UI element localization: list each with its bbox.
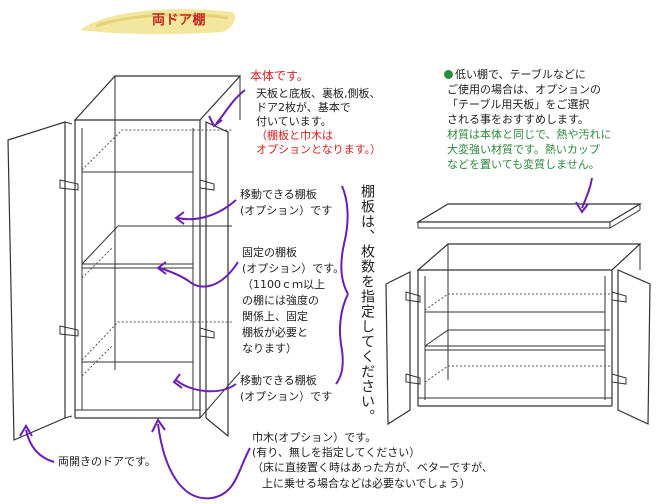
left-door-hinge-upper [59,179,79,191]
baseboard-line2: (有り、無しを指定してください） [252,446,421,459]
main-body-note2: オプションとなります。） [256,143,382,156]
low-shelf-green1: 材質は本体と同じで、熱や汚れに [447,128,612,141]
fixed-shelf-line1: 固定の棚板 [242,246,297,259]
arrow-double-door [25,429,55,463]
arrow-movable-shelf-upper [177,199,237,221]
bullet-dot-icon [444,70,453,79]
fixed-shelf-line4: の棚には強度の [242,294,319,307]
low-shelf-green2: 大変強い材質です。熱いカップ [447,143,600,156]
double-door-label: 両開きのドアです。 [58,455,156,468]
fixed-shelf-line5: 関係上、固定 [242,310,308,323]
low-shelf-line4: される事をおすすめします。 [447,113,589,126]
left-door-hinge-lower [59,325,79,337]
arrow-main-body [215,89,246,125]
arrow-shelf-count-lower [335,293,349,385]
shelf-count-note: 棚板は、枚数を指定してください。 [359,184,375,424]
low-shelf-line3: 「テーブル用天板」をご選択 [447,98,590,111]
movable-shelf-lower-line2: (オプション）です [240,390,333,403]
right-door-hinge-upper [199,179,215,191]
arrow-baseboard [157,423,251,500]
tall-cabinet [7,75,242,441]
low-shelf-line2: ご使用の場合は、オプションの [447,83,601,96]
main-body-note1: （棚板と巾木は [256,129,333,142]
baseboard-line1: 巾木(オプション）です。 [252,431,377,444]
baseboard-line3: （床に直接置く時はあった方が、ベターですが、 [252,461,493,474]
arrow-fixed-shelf [159,261,239,288]
main-body-heading: 本体です。 [250,69,309,83]
fixed-shelf-line3: （1100ｃｍ以上 [242,278,325,291]
top-board [73,75,242,121]
right-door [205,121,229,438]
fixed-shelf-line7: なります） [242,342,297,355]
main-body-line2: ドア2枚が、基本で [256,101,351,114]
callout-arrows [19,89,593,500]
low-shelf-green3: などを置いても変質しません。 [447,158,600,171]
low-shelf-line1: 低い棚で、テーブルなどに [444,68,586,82]
main-body-line1: 天板と底板、裏板,側板、 [256,87,381,100]
page-title: 両ドア棚 [152,13,207,28]
main-body-line3: 付いています。 [256,115,332,128]
table-top-board [415,203,643,229]
left-door [7,121,66,441]
fixed-shelf-line2: (オプション）です。 [242,262,345,275]
low-cabinet [385,243,651,426]
movable-shelf-upper-line2: (オプション）です [240,204,333,217]
arrow-table-top [581,177,593,209]
right-door-hinge-lower [199,327,215,339]
arrow-movable-shelf-lower [175,379,237,393]
low-shelf-line1-text: 低い棚で、テーブルなどに [455,68,586,81]
fixed-shelf-line6: 棚板が必要と [242,326,308,339]
arrow-shelf-count-upper [340,185,349,295]
movable-shelf-upper-line1: 移動できる棚板 [240,188,317,201]
title-badge [80,9,236,35]
baseboard-line4: 上に乗せる場合などは必要ないでしょう） [262,477,471,490]
movable-shelf-lower-line1: 移動できる棚板 [240,374,317,387]
